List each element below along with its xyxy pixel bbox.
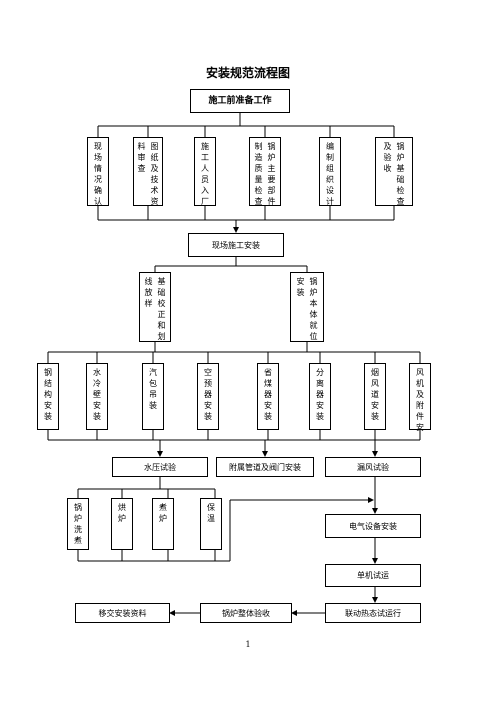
vertical-label: 安装 [296,277,305,297]
vertical-label: 汽包吊装 [149,368,157,410]
prep-item-org-design: 编制组织设计 [319,137,341,206]
overall-acceptance-box: 锅炉整体验收 [200,603,292,623]
install-water-wall: 水冷壁安装 [86,363,108,430]
vertical-label: 风机及附件安 [416,368,424,432]
after-insulation: 保温 [200,498,222,550]
install-steel-structure: 钢结构安装 [37,363,59,430]
vertical-label: 制造质量检查 [254,142,263,206]
vertical-label: 烟风道安装 [371,368,379,421]
prep-item-workers-enter: 施工人员入厂 [194,137,216,206]
handover-docs-box: 移交安装资料 [75,603,170,623]
after-boiler-wash: 锅炉洗煮 [67,498,89,550]
vertical-label: 料审查 [137,142,146,173]
vertical-label: 编制组织设计 [326,142,334,206]
install-flue-duct: 烟风道安装 [364,363,386,430]
vertical-label: 施工人员入厂 [201,142,209,206]
page-number: 1 [245,640,251,649]
mid-item-boiler-body: 安装锅炉本体就位 [290,272,324,342]
after-bake: 烘炉 [111,498,133,550]
single-trial-box: 单机试运 [325,564,421,587]
install-economizer: 省煤器安装 [257,363,279,430]
install-drum: 汽包吊装 [142,363,164,430]
install-fan-accessories: 风机及附件安 [409,363,431,432]
vertical-label: 锅炉洗煮 [74,503,82,545]
page-title: 安装规范流程图 [205,66,290,80]
vertical-label: 煮炉 [159,503,167,523]
vertical-label: 锅炉本体就位 [309,277,318,341]
prep-item-foundation-check: 及验收锅炉基础检查 [375,137,413,206]
vertical-label: 空预器安装 [204,368,212,421]
site-install-box: 现场施工安装 [188,233,284,257]
vertical-label: 保温 [207,503,215,523]
vertical-label: 水冷壁安装 [93,368,101,421]
prep-item-drawing-review: 料审查图纸及技术资 [133,137,163,206]
prep-box: 施工前准备工作 [190,89,290,113]
vertical-label: 及验收 [383,142,392,173]
vertical-label: 钢结构安装 [44,368,52,421]
vertical-label: 锅炉基础检查 [396,142,405,206]
vertical-label: 图纸及技术资 [150,142,159,206]
prep-item-component-check: 制造质量检查锅炉主要部件 [249,137,281,206]
vertical-label: 省煤器安装 [264,368,272,421]
vertical-label: 锅炉主要部件 [267,142,276,206]
electrical-install-box: 电气设备安装 [325,514,421,538]
vertical-label: 线放样 [144,277,153,308]
prep-item-site-check: 现场情况确认 [87,137,109,206]
vtext: 现场情况确认 [94,142,102,206]
vertical-label: 烘炉 [118,503,126,523]
vertical-label: 基础校正和划 [157,277,166,341]
mid-item-foundation-layout: 线放样基础校正和划 [139,272,171,342]
vertical-label: 分离器安装 [316,368,324,421]
air-leak-test-box: 漏风试验 [325,457,421,477]
install-separator: 分离器安装 [309,363,331,430]
joint-hot-trial-box: 联动热态试运行 [325,603,421,623]
install-air-preheater: 空预器安装 [197,363,219,430]
hydro-test-box: 水压试验 [112,457,208,477]
piping-valve-box: 附属管道及阀门安装 [216,457,314,477]
after-boil-out: 煮炉 [152,498,174,550]
